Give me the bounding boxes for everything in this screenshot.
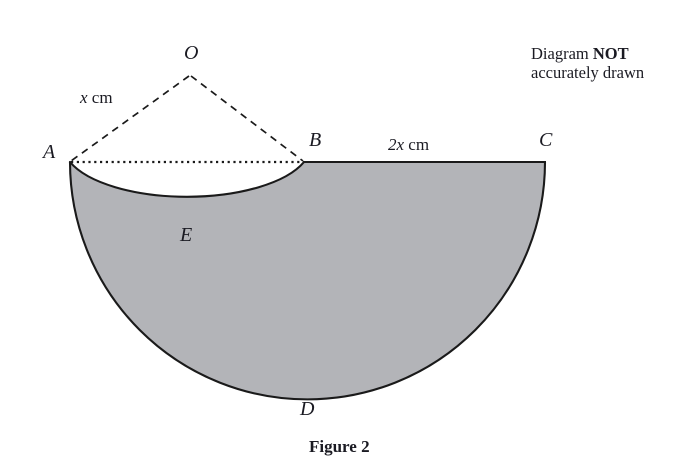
vertex-label-D: D (300, 398, 315, 420)
measure-x-variable: x (80, 88, 88, 107)
vertex-label-A: A (43, 141, 56, 163)
measure-x-unit: cm (87, 88, 113, 107)
note-prefix: Diagram (531, 44, 593, 63)
measure-label-x-cm: x cm (80, 88, 113, 108)
measure-label-2x-cm: 2x cm (388, 135, 429, 155)
note-emphasis: NOT (592, 44, 629, 63)
note-line-1: Diagram NOT (531, 44, 644, 63)
vertex-label-C: C (539, 129, 553, 151)
figure-caption: Figure 2 (309, 437, 370, 456)
measure-2x-variable: 2x (388, 135, 405, 154)
vertex-label-B: B (309, 129, 322, 151)
arc-aeb (68, 160, 306, 198)
measure-2x-unit: cm (404, 135, 430, 154)
arc-adc (68, 160, 547, 401)
segment-ob (190, 75, 304, 162)
note-line-2: accurately drawn (531, 63, 645, 83)
vertex-label-O: O (184, 42, 199, 64)
not-accurately-drawn-note: Diagram NOT accurately drawn (531, 44, 644, 83)
vertex-label-E: E (180, 224, 193, 246)
shaded-region-path (70, 162, 545, 400)
